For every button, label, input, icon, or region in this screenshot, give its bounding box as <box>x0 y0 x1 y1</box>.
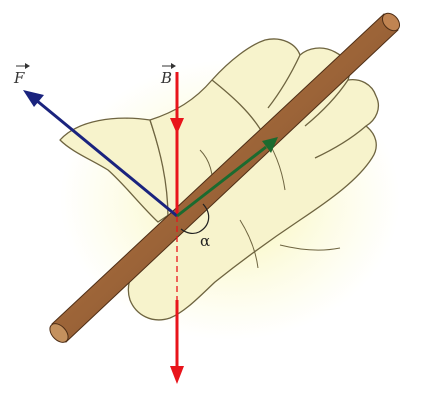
force-label: F <box>13 63 30 87</box>
field-label-text: B <box>160 69 172 87</box>
force-label-text: F <box>13 69 25 87</box>
arrow-icon <box>170 366 184 384</box>
angle-label: α <box>200 232 210 250</box>
